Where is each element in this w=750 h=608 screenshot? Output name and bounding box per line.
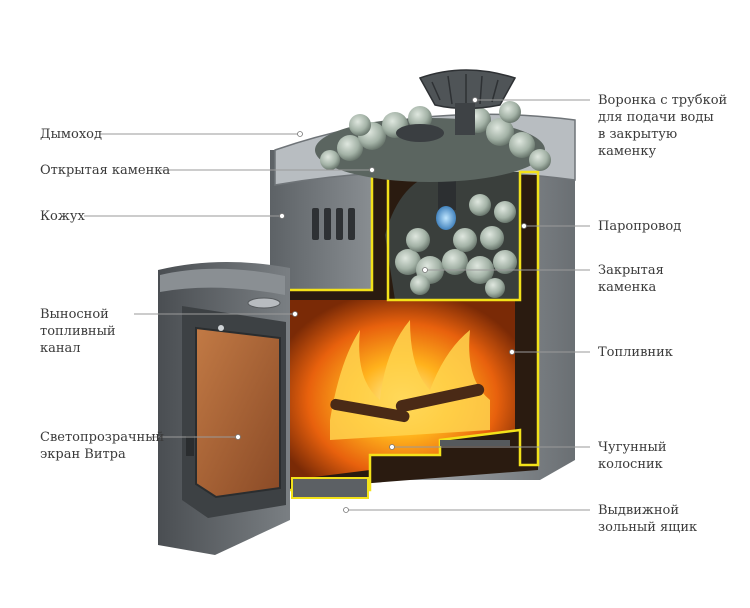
water-splash	[436, 206, 456, 230]
chimney-opening	[396, 124, 444, 142]
glass-screen-shape	[196, 328, 280, 497]
label-firebox: Топливник	[598, 344, 673, 361]
label-remote-fuel-channel: Выносной топливный канал	[40, 306, 116, 357]
water-tube	[438, 180, 456, 210]
label-closed-heater: Закрытая каменка	[598, 262, 664, 296]
label-ash-drawer: Выдвижной зольный ящик	[598, 502, 697, 536]
label-steam-duct: Паропровод	[598, 218, 681, 235]
channel-badge	[248, 298, 280, 308]
label-cast-iron-grate: Чугунный колосник	[598, 439, 667, 473]
label-glass-screen: Светопрозрачный экран Витра	[40, 429, 164, 463]
label-water-funnel: Воронка с трубкой для подачи воды в закр…	[598, 92, 727, 160]
fuel-channel-and-door	[158, 262, 290, 555]
door-hinge	[186, 436, 194, 456]
label-chimney: Дымоход	[40, 126, 102, 143]
grate	[440, 440, 510, 446]
door-rivet	[218, 325, 224, 331]
ash-drawer-shape	[292, 478, 368, 498]
label-casing: Кожух	[40, 208, 85, 225]
label-open-heater: Открытая каменка	[40, 162, 170, 179]
